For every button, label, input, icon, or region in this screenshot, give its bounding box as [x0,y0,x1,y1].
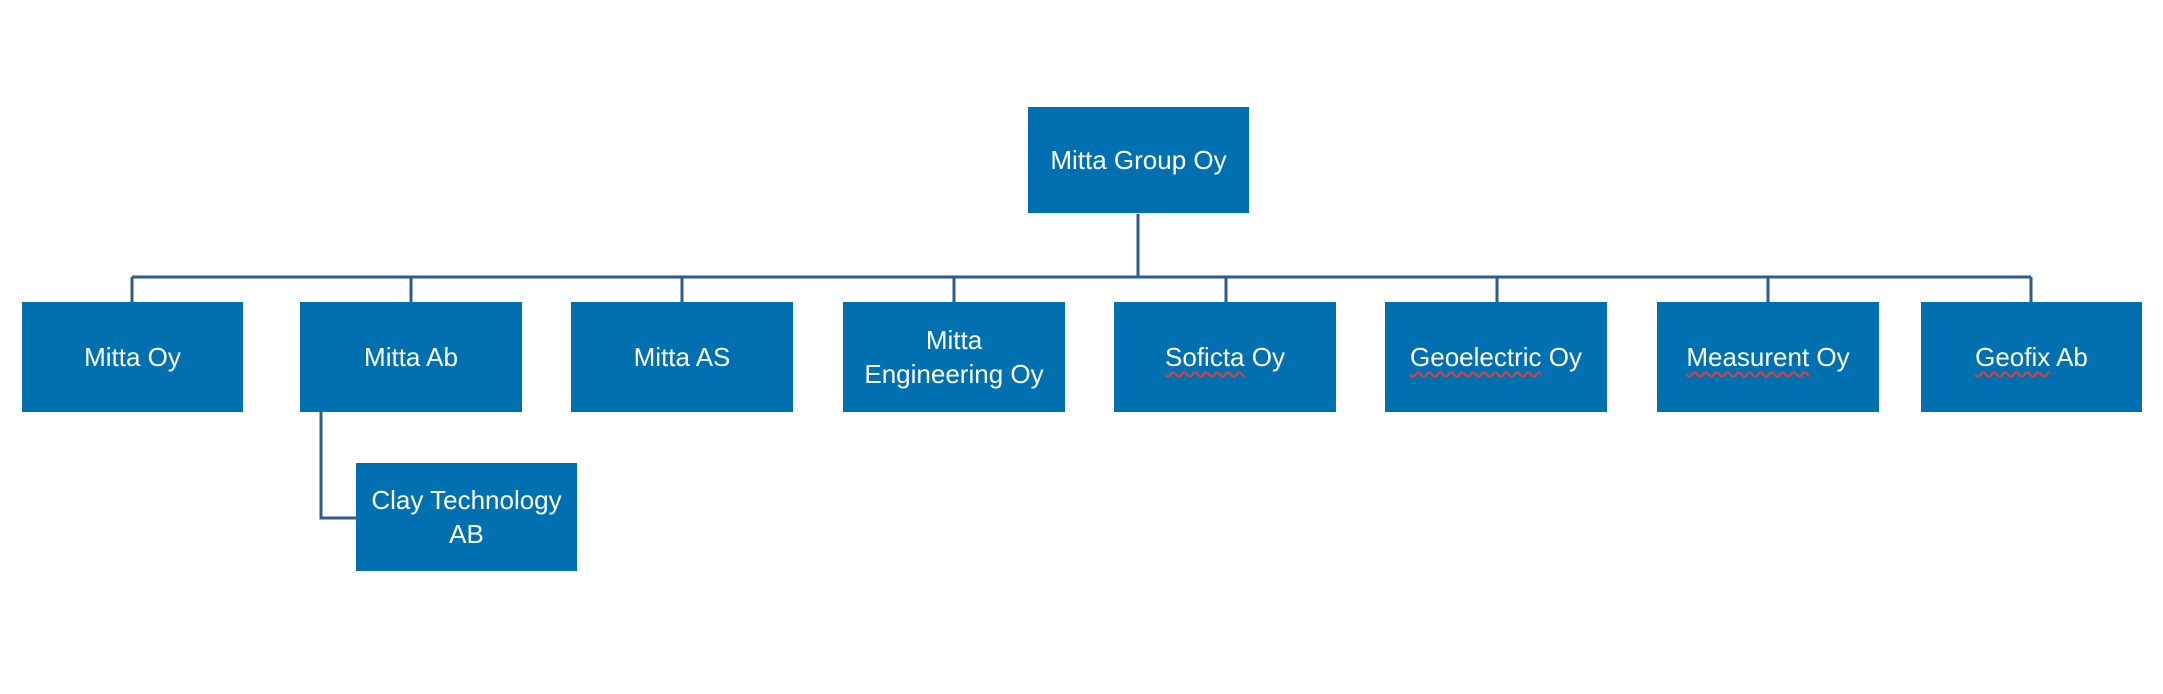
node-label: Geoelectric Oy [1410,340,1582,374]
node-label-rest: Oy [1244,342,1285,372]
node-mitta-group-oy: Mitta Group Oy [1028,107,1249,213]
node-soficta-oy: Soficta Oy [1114,302,1336,412]
connector-mitta-ab-clay [319,412,356,520]
node-mitta-oy: Mitta Oy [22,302,243,412]
spellcheck-flagged-word: Geofix [1975,342,2051,372]
node-mitta-as: Mitta AS [571,302,793,412]
node-label: Mitta Ab [364,342,458,372]
node-label: Geofix Ab [1975,340,2088,374]
spellcheck-flagged-word: Measurent [1686,342,1810,372]
node-clay-technology-ab: Clay Technology AB [356,463,577,571]
node-mitta-ab: Mitta Ab [300,302,522,412]
node-mitta-engineering-oy: Mitta Engineering Oy [843,302,1065,412]
node-label-rest: Oy [1541,342,1582,372]
node-label: Measurent Oy [1686,340,1849,374]
node-label-rest: Ab [2050,342,2088,372]
node-label: Mitta Group Oy [1050,145,1227,175]
node-label: Mitta AS [633,342,731,372]
node-geoelectric-oy: Geoelectric Oy [1385,302,1607,412]
node-label: Mitta Oy [84,342,181,372]
spellcheck-flagged-word: Soficta [1165,342,1245,372]
node-geofix-ab: Geofix Ab [1921,302,2142,412]
node-label: Clay Technology AB [371,485,562,549]
node-measurent-oy: Measurent Oy [1657,302,1879,412]
node-label-rest: Oy [1809,342,1850,372]
node-label: Soficta Oy [1165,340,1285,374]
node-label: Mitta Engineering Oy [864,325,1044,389]
spellcheck-flagged-word: Geoelectric [1410,342,1542,372]
